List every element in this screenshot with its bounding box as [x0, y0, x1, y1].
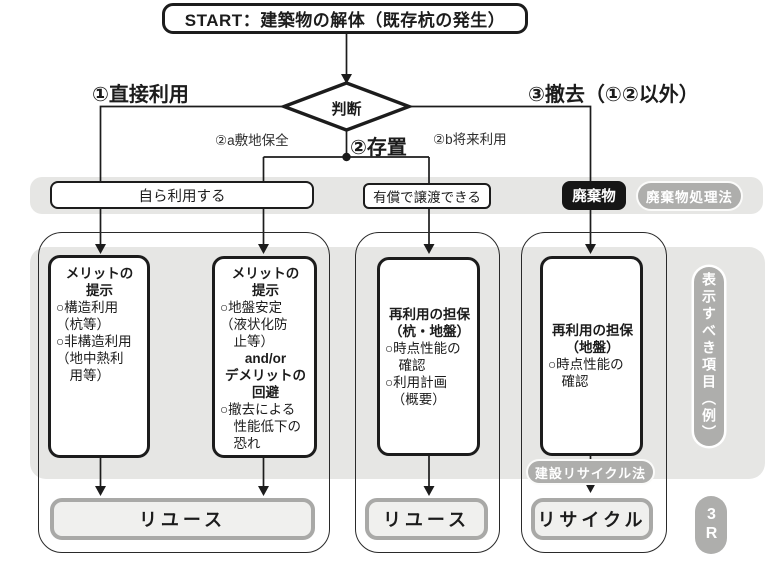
display-item-box-3: 再利用の担保 （杭・地盤） ○時点性能の 確認 ○利用計画 （概要） [377, 257, 480, 456]
display-item-box-2: メリットの 提示 ○地盤安定 （液状化防 止等） and/or デメリットの 回… [212, 256, 317, 458]
box1-heading: メリットの 提示 [65, 266, 134, 298]
condition-waste-label: 廃棄物 [572, 189, 616, 205]
display-item-box-4: 再利用の担保 （地盤） ○時点性能の 確認 [540, 256, 643, 456]
condition-self-use: 自ら利用する [50, 181, 314, 209]
box1-body: ○構造利用 （杭等） ○非構造利用 （地中熱利 用等） [56, 300, 132, 383]
condition-paid-transfer: 有償で譲渡できる [363, 183, 491, 209]
branch-direct-use-label: ①直接利用 [92, 84, 189, 106]
condition-waste: 廃棄物 [562, 181, 626, 210]
result-reuse-mid-label: リユース [382, 510, 471, 530]
result-reuse-mid: リユース [365, 498, 488, 540]
display-item-box-1: メリットの 提示 ○構造利用 （杭等） ○非構造利用 （地中熱利 用等） [48, 255, 150, 458]
sidebar-display-items-label: 表示すべき項目（例） [701, 271, 717, 442]
decision-diamond [279, 81, 414, 132]
condition-paid-transfer-label: 有償で譲渡できる [373, 190, 481, 205]
box2-body-1: ○地盤安定 （液状化防 止等） [220, 300, 288, 349]
sidebar-display-items-pill: 表示すべき項目（例） [694, 267, 724, 446]
decision-label: 判断 [331, 101, 362, 118]
branch-preserve-label: ②存置 [350, 137, 407, 159]
group-direct-use [38, 232, 330, 553]
recycle-law-badge: 建設リサイクル法 [528, 461, 653, 483]
box2-connector: and/or [244, 351, 287, 366]
result-recycle-label: リサイクル [537, 510, 647, 530]
box3-body: ○時点性能の 確認 ○利用計画 （概要） [385, 340, 461, 407]
branch-preserve-site-label: ②a敷地保全 [215, 133, 289, 148]
sidebar-3r-label: 3R [703, 506, 720, 544]
box4-heading: 再利用の担保 （地盤） [552, 323, 633, 355]
recycle-law-label: 建設リサイクル法 [534, 465, 647, 481]
result-recycle: リサイクル [531, 498, 653, 540]
result-reuse-left: リユース [50, 498, 315, 540]
sidebar-3r-pill: 3R [695, 496, 727, 554]
group-paid-transfer [355, 232, 500, 553]
box4-body: ○時点性能の 確認 [548, 357, 624, 389]
waste-law-badge: 廃棄物処理法 [638, 183, 741, 209]
start-label: START：建築物の解体（既存杭の発生） [184, 11, 506, 30]
waste-law-label: 廃棄物処理法 [646, 190, 733, 205]
box2-heading-2: デメリットの 回避 [225, 368, 306, 400]
box2-body-2: ○撤去による 性能低下の 恐れ [220, 402, 301, 451]
box3-heading: 再利用の担保 （杭・地盤） [389, 306, 470, 339]
branch-removal-label: ③撤去（①②以外） [528, 84, 699, 106]
result-reuse-left-label: リユース [138, 510, 227, 530]
condition-self-use-label: 自ら利用する [138, 188, 226, 205]
start-node: START：建築物の解体（既存杭の発生） [162, 3, 528, 34]
box2-heading-1: メリットの 提示 [231, 266, 300, 298]
branch-preserve-future-label: ②b将来利用 [433, 132, 507, 147]
group-waste [521, 232, 667, 553]
